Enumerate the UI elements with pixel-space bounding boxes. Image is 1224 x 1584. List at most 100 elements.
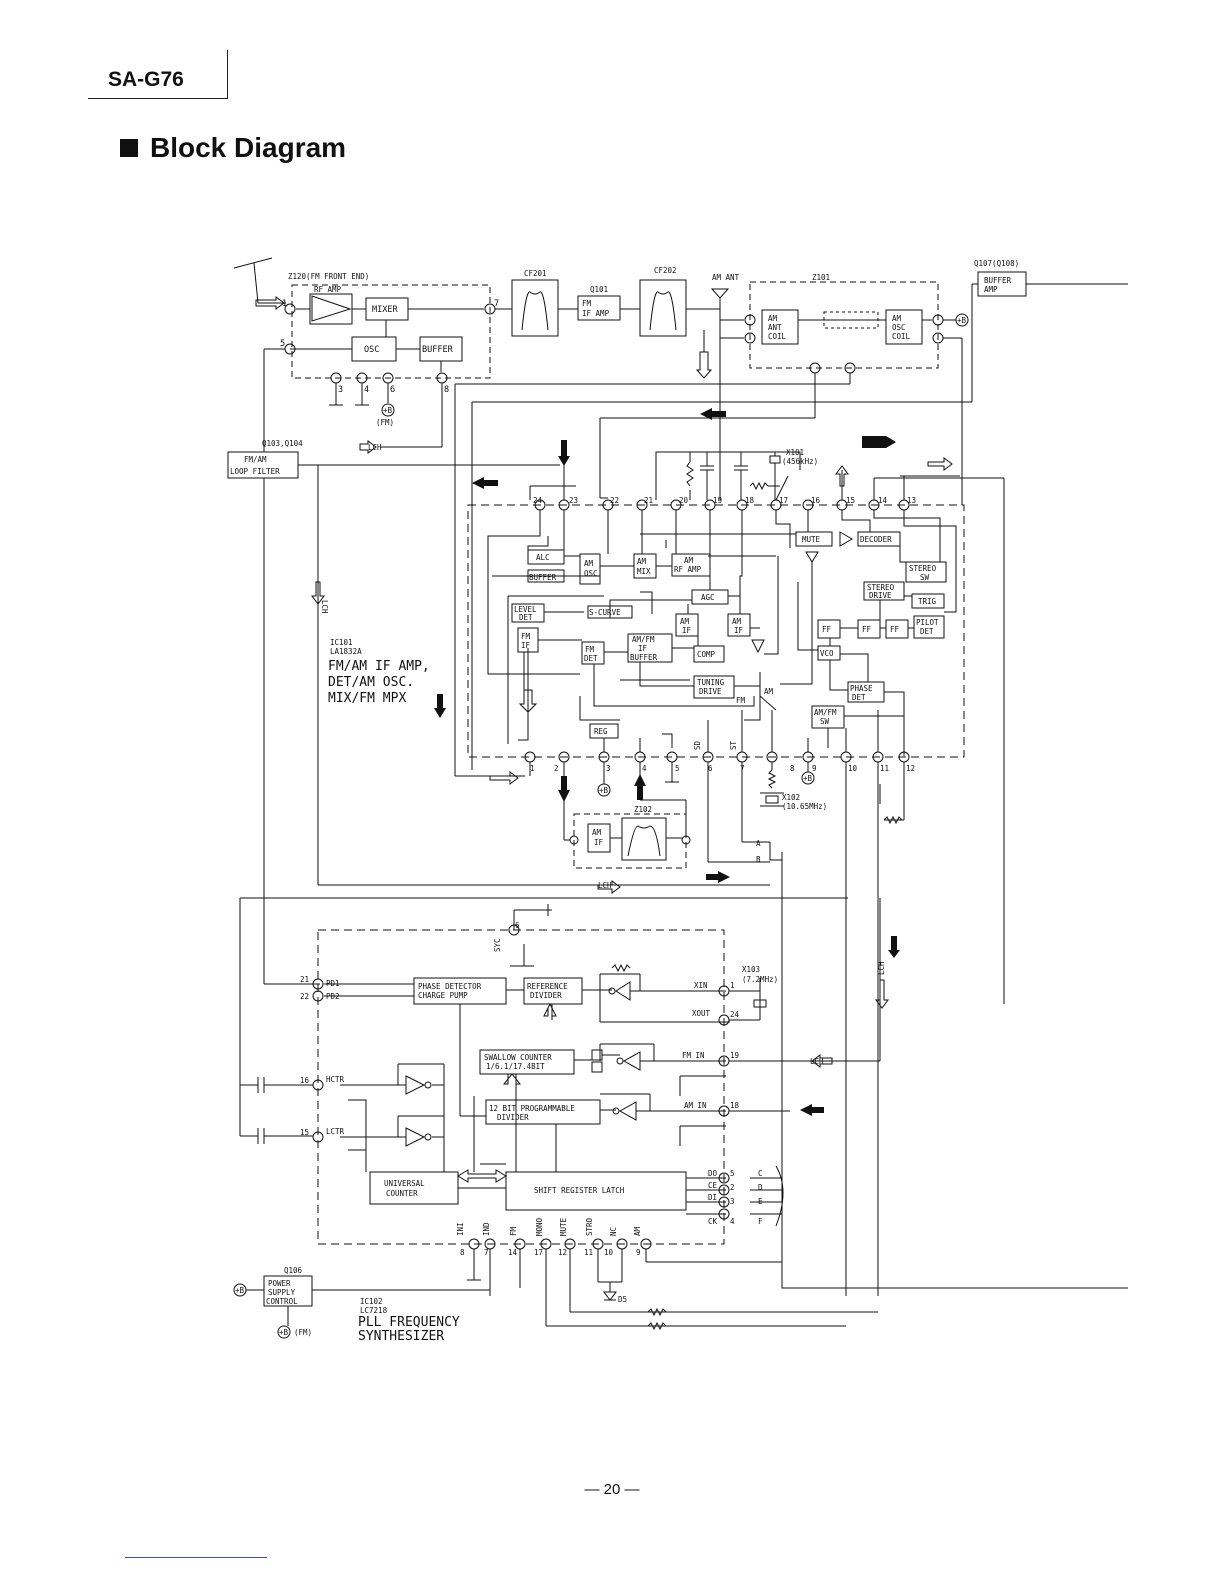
label-am-if-a-1: AM: [680, 617, 690, 626]
stereo-sw-block: [905, 561, 947, 583]
trig-block: [911, 593, 945, 609]
heading-bullet-icon: [120, 139, 138, 157]
ic101-pin-4: 4: [642, 764, 647, 773]
label-univ-ctr-1: UNIVERSAL: [384, 1179, 425, 1188]
label-lch-vertical: LCH: [320, 600, 329, 614]
xtal-inverter-icon: [615, 981, 631, 1001]
label-tuning-drive-2: DRIVE: [699, 687, 722, 696]
label-lch-vertical-2: LCH: [877, 961, 886, 975]
label-x102: X102: [782, 793, 800, 802]
label-am-ant: AM ANT: [712, 273, 740, 282]
ic101-pin-21: 21: [644, 496, 653, 505]
label-stereo-drive-2: DRIVE: [869, 591, 892, 600]
label-buffer2: BUFFER: [529, 573, 557, 582]
x101-crystal-icon: [769, 455, 781, 464]
label-ic102-pin-19: 19: [730, 1051, 739, 1060]
ic101-pin-16: 16: [811, 496, 821, 505]
label-xout: XOUT: [692, 1009, 711, 1018]
label-plus-b-fe: +B: [383, 406, 393, 415]
label-ic102-part: LC7218: [360, 1306, 388, 1315]
label-pll-2: SYNTHESIZER: [358, 1329, 444, 1344]
ic101-pin-9: 9: [812, 764, 817, 773]
label-buffer-amp-2: AMP: [984, 285, 998, 294]
label-amfm-if-2: IF: [638, 644, 648, 653]
label-agc: AGC: [701, 593, 715, 602]
label-ic102-pin-8: 8: [460, 1248, 465, 1257]
cf202-filter: [639, 279, 687, 337]
label-buffer: BUFFER: [422, 345, 454, 355]
label-fm-if-amp-1: FM: [582, 299, 592, 308]
label-ce: CE: [708, 1181, 718, 1190]
label-amfm-if-1: AM/FM: [632, 635, 655, 644]
ic102-chip: [317, 929, 725, 1245]
label-z120-pin-3: 3: [338, 385, 343, 395]
ic101-pin-8: 8: [790, 764, 795, 773]
level-det-block: [511, 603, 545, 623]
rf-amp-icon: [311, 295, 352, 322]
x102-crystal-icon: [765, 795, 779, 804]
outline-arrows: [255, 296, 953, 1183]
fm-in-inverter-icon: [622, 1051, 641, 1071]
z120-fm-front-end: [291, 284, 491, 379]
label-ic102-pin-12: 12: [558, 1248, 567, 1257]
ic101-pin-22: 22: [610, 496, 619, 505]
ic101-pin-1: 1: [530, 764, 535, 773]
label-st: ST: [729, 740, 738, 750]
label-fm-sw: FM: [736, 696, 746, 705]
label-univ-ctr-2: COUNTER: [386, 1189, 418, 1198]
mute-block: [795, 531, 833, 547]
label-ic102-pin-5: 5: [730, 1169, 735, 1178]
ic101-chip: [467, 504, 965, 758]
model-tag-underline: [88, 98, 228, 99]
label-comp: COMP: [697, 650, 716, 659]
label-ff-1: FF: [822, 625, 832, 634]
signal-arrows: [434, 408, 900, 1116]
label-z102: Z102: [634, 805, 652, 814]
label-plus-b-fm-power: +B: [279, 1328, 289, 1337]
label-rf-amp: RF AMP: [314, 285, 342, 294]
label-am-if-b-2: IF: [734, 626, 744, 635]
decoder-block: [857, 531, 901, 547]
ic101-pin-23: 23: [569, 496, 578, 505]
am-ant-coil: [761, 309, 799, 345]
label-bot-ind: IND: [482, 1222, 491, 1236]
label-ic102-pin-16: 16: [300, 1076, 310, 1085]
am-in-inverter-icon: [618, 1101, 637, 1121]
label-z120-pin-4: 4: [364, 385, 369, 395]
diagram-labels: Z120(FM FRONT END) RF AMP MIXER OSC BUFF…: [230, 259, 1019, 1344]
label-ic102-pin-10: 10: [604, 1248, 614, 1257]
label-ic101-part: LA1832A: [330, 647, 362, 656]
label-am-rf-amp-1: AM: [684, 556, 694, 565]
label-q106: Q106: [284, 1266, 303, 1275]
label-bot-mono: MONO: [535, 1217, 544, 1236]
label-phase-det-2: DET: [852, 693, 866, 702]
am-osc-coil: [885, 309, 923, 345]
label-lch-3: LCH: [810, 1057, 824, 1066]
label-z120-pin-6: 6: [390, 385, 395, 395]
label-lch-2: LCH: [598, 881, 612, 890]
label-pilot-det-1: PILOT: [916, 618, 939, 627]
label-stereo-drive-1: STEREO: [867, 583, 895, 592]
label-phase-cp-1: PHASE DETECTOR: [418, 982, 482, 991]
ic101-pin-19: 19: [713, 496, 722, 505]
label-ic102: IC102: [360, 1297, 383, 1306]
label-cf201: CF201: [524, 269, 547, 278]
amp-icon-am-if: [751, 639, 765, 654]
label-am-osc-coil-3: COIL: [892, 332, 911, 341]
q101-fm-if-amp: [577, 295, 621, 321]
label-ic102-pin-1: 1: [730, 981, 735, 990]
label-bot-fm: FM: [509, 1226, 518, 1236]
label-fm-det-2: DET: [584, 654, 598, 663]
ic101-pin-12: 12: [906, 764, 915, 773]
label-mute: MUTE: [802, 535, 821, 544]
label-ic101: IC101: [330, 638, 353, 647]
label-rch: RCH: [864, 439, 878, 448]
label-swallow-2: 1/6.1/17.4BIT: [486, 1062, 545, 1071]
label-loop-filter-2: LOOP FILTER: [230, 467, 280, 476]
label-ff-3: FF: [890, 625, 900, 634]
label-fm-in: FM IN: [682, 1051, 705, 1060]
label-x101-freq: (456kHz): [782, 457, 818, 466]
d5-diode-icon: [603, 1291, 617, 1301]
